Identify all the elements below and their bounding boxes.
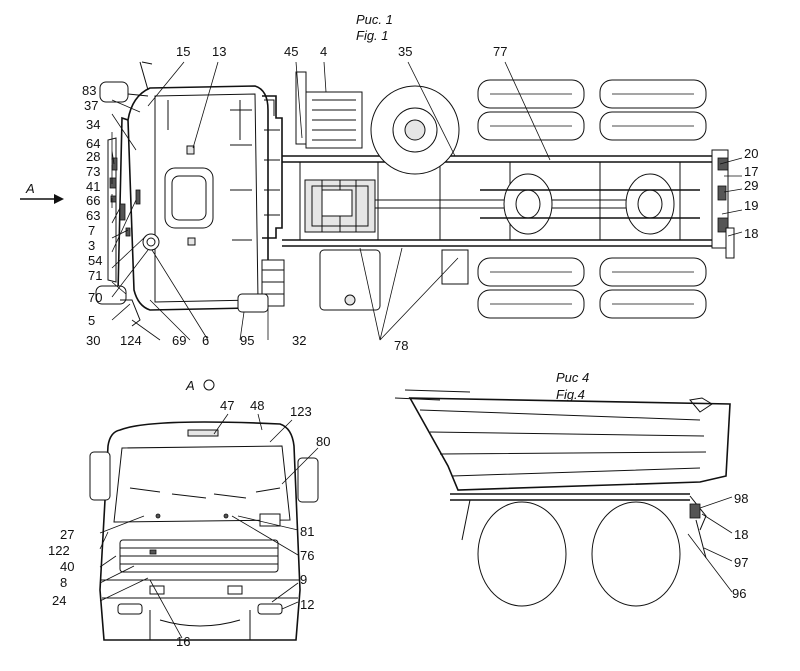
callout-number: 73 xyxy=(86,164,100,179)
dump-body-outline xyxy=(408,397,731,491)
callout-number: 19 xyxy=(744,198,758,213)
callout-number: 35 xyxy=(398,44,412,59)
callout-number: 37 xyxy=(84,98,98,113)
front-view-a xyxy=(89,413,319,641)
callout-number: 124 xyxy=(120,333,142,348)
callout-number: 64 xyxy=(86,136,100,151)
callout-number: 63 xyxy=(86,208,100,223)
fig4-caption-en: Fig.4 xyxy=(556,387,585,402)
callout-number: 41 xyxy=(86,179,100,194)
callout-number: 7 xyxy=(88,223,95,238)
callout-number: 83 xyxy=(82,83,96,98)
callout-number: 6 xyxy=(202,333,209,348)
callout-number: 123 xyxy=(290,404,312,419)
callout-number: 13 xyxy=(212,44,226,59)
fig1-caption-ru: Рис. 1 xyxy=(356,12,393,27)
callout-number: 28 xyxy=(86,149,100,164)
callout-number: 70 xyxy=(88,290,102,305)
callout-number: 97 xyxy=(734,555,748,570)
callout-number: 98 xyxy=(734,491,748,506)
fig4-side-view xyxy=(394,389,733,607)
callout-number: 24 xyxy=(52,593,66,608)
callout-number: 54 xyxy=(88,253,102,268)
callout-number: 76 xyxy=(300,548,314,563)
callout-number: 18 xyxy=(734,527,748,542)
callout-number: 16 xyxy=(176,634,190,649)
callout-number: 9 xyxy=(300,572,307,587)
callout-number: 5 xyxy=(88,313,95,328)
view-arrow-label: A xyxy=(25,181,35,196)
callout-number: 122 xyxy=(48,543,70,558)
callout-number: 15 xyxy=(176,44,190,59)
callout-number: 80 xyxy=(316,434,330,449)
fig4-caption-ru: Рис 4 xyxy=(556,370,589,385)
callout-number: 20 xyxy=(744,146,758,161)
callout-number: 77 xyxy=(493,44,507,59)
view-direction-arrow xyxy=(20,194,64,204)
fig1-top-view xyxy=(95,61,743,341)
view-a-title: A xyxy=(185,378,195,393)
callout-number: 96 xyxy=(732,586,746,601)
callout-number: 69 xyxy=(172,333,186,348)
callout-number: 8 xyxy=(60,575,67,590)
callout-number: 4 xyxy=(320,44,327,59)
cab-front-outline xyxy=(99,421,301,641)
callout-number: 30 xyxy=(86,333,100,348)
callout-number: 34 xyxy=(86,117,100,132)
callout-number: 3 xyxy=(88,238,95,253)
callout-number: 78 xyxy=(394,338,408,353)
callout-number: 95 xyxy=(240,333,254,348)
callout-number: 47 xyxy=(220,398,234,413)
callout-number: 18 xyxy=(744,226,758,241)
callout-number: 66 xyxy=(86,193,100,208)
callout-number: 71 xyxy=(88,268,102,283)
callout-number: 81 xyxy=(300,524,314,539)
callout-number: 12 xyxy=(300,597,314,612)
callout-number: 27 xyxy=(60,527,74,542)
callout-number: 29 xyxy=(744,178,758,193)
view-a-marker xyxy=(203,379,215,391)
callout-number: 40 xyxy=(60,559,74,574)
fig1-caption-en: Fig. 1 xyxy=(356,28,389,43)
callout-number: 32 xyxy=(292,333,306,348)
callout-number: 45 xyxy=(284,44,298,59)
callout-number: 48 xyxy=(250,398,264,413)
callout-number: 17 xyxy=(744,164,758,179)
